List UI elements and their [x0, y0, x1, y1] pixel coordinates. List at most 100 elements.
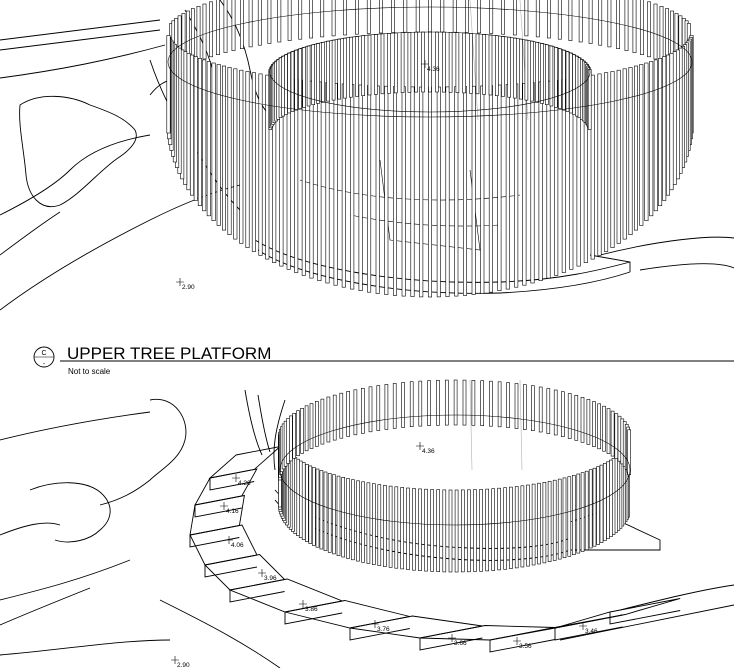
slat: [406, 487, 410, 570]
slat: [475, 33, 480, 95]
slat: [480, 85, 485, 294]
slat: [477, 0, 482, 34]
slat: [339, 392, 344, 439]
slat: [436, 489, 441, 573]
slat: [624, 0, 629, 51]
slat: [302, 46, 307, 108]
slat: [290, 51, 295, 112]
level-label: 4.16: [226, 508, 239, 515]
slat: [558, 48, 562, 110]
slat: [401, 86, 406, 297]
slat: [440, 0, 445, 33]
slat: [428, 31, 432, 93]
slat: [367, 34, 372, 96]
slat: [436, 86, 441, 298]
level-label: 3.76: [377, 626, 390, 633]
stair-tread: [228, 578, 344, 625]
slat: [649, 61, 654, 217]
slat: [202, 3, 207, 60]
slat: [424, 488, 428, 572]
slat: [489, 380, 493, 427]
slat: [540, 43, 544, 104]
slat: [337, 38, 342, 100]
slat: [394, 486, 399, 569]
slat: [522, 384, 527, 430]
slat: [430, 489, 434, 572]
slat: [571, 475, 576, 555]
slat: [320, 0, 325, 38]
slat: [569, 52, 573, 114]
slat: [444, 379, 449, 426]
slat: [538, 386, 543, 433]
slat: [355, 36, 359, 97]
slat: [304, 405, 309, 452]
slat: [300, 407, 304, 454]
slat: [239, 69, 244, 244]
slat: [576, 473, 581, 554]
slat: [400, 487, 405, 570]
slat: [435, 31, 439, 93]
level-marker: 2.90: [176, 278, 195, 291]
slat: [503, 487, 507, 570]
slat: [445, 86, 450, 297]
slat: [393, 32, 398, 94]
slat: [309, 0, 314, 39]
slat: [592, 401, 596, 447]
slat: [531, 483, 536, 566]
slat: [311, 44, 316, 106]
slat: [336, 475, 341, 556]
slat: [535, 0, 540, 38]
slat: [485, 488, 490, 572]
slat: [415, 0, 420, 33]
level-label: 2.90: [182, 284, 195, 291]
section-ref-letter: C: [41, 350, 46, 357]
slat: [391, 0, 396, 33]
slat: [366, 482, 371, 564]
stair-tread: [419, 625, 556, 653]
slat: [524, 39, 529, 101]
slat: [287, 52, 291, 114]
slat: [371, 483, 376, 565]
slat: [606, 461, 610, 539]
slat: [616, 69, 621, 244]
slat: [590, 74, 595, 260]
level-label: 4.26: [238, 480, 251, 487]
slat: [497, 381, 502, 428]
slat: [597, 403, 602, 450]
slat: [610, 410, 615, 457]
slat: [353, 389, 358, 436]
slat: [374, 34, 378, 95]
level-label: 3.56: [519, 643, 532, 650]
level-marker: [513, 637, 521, 645]
slat: [479, 489, 483, 572]
slat: [530, 385, 535, 432]
slat: [392, 383, 397, 429]
slat: [602, 405, 606, 452]
slat: [216, 0, 220, 55]
slat: [384, 85, 389, 295]
slat: [361, 481, 365, 563]
level-label: 3.46: [585, 628, 598, 635]
slat: [376, 385, 381, 431]
slat: [471, 85, 476, 295]
slat: [598, 0, 603, 46]
slat: [596, 466, 600, 545]
slat: [452, 0, 457, 33]
slat: [319, 470, 324, 550]
slat: [343, 0, 348, 36]
slat: [343, 37, 347, 99]
slat: [367, 85, 372, 293]
slat: [489, 0, 494, 34]
level-marker: [220, 502, 228, 510]
slat: [587, 69, 592, 130]
slat: [375, 85, 380, 294]
slat: [535, 41, 539, 103]
level-label: 3.86: [305, 606, 318, 613]
slat: [522, 83, 527, 286]
slat: [308, 465, 313, 544]
level-marker: [225, 536, 233, 544]
slat: [206, 61, 211, 217]
slat: [384, 384, 389, 430]
slat: [378, 0, 383, 34]
